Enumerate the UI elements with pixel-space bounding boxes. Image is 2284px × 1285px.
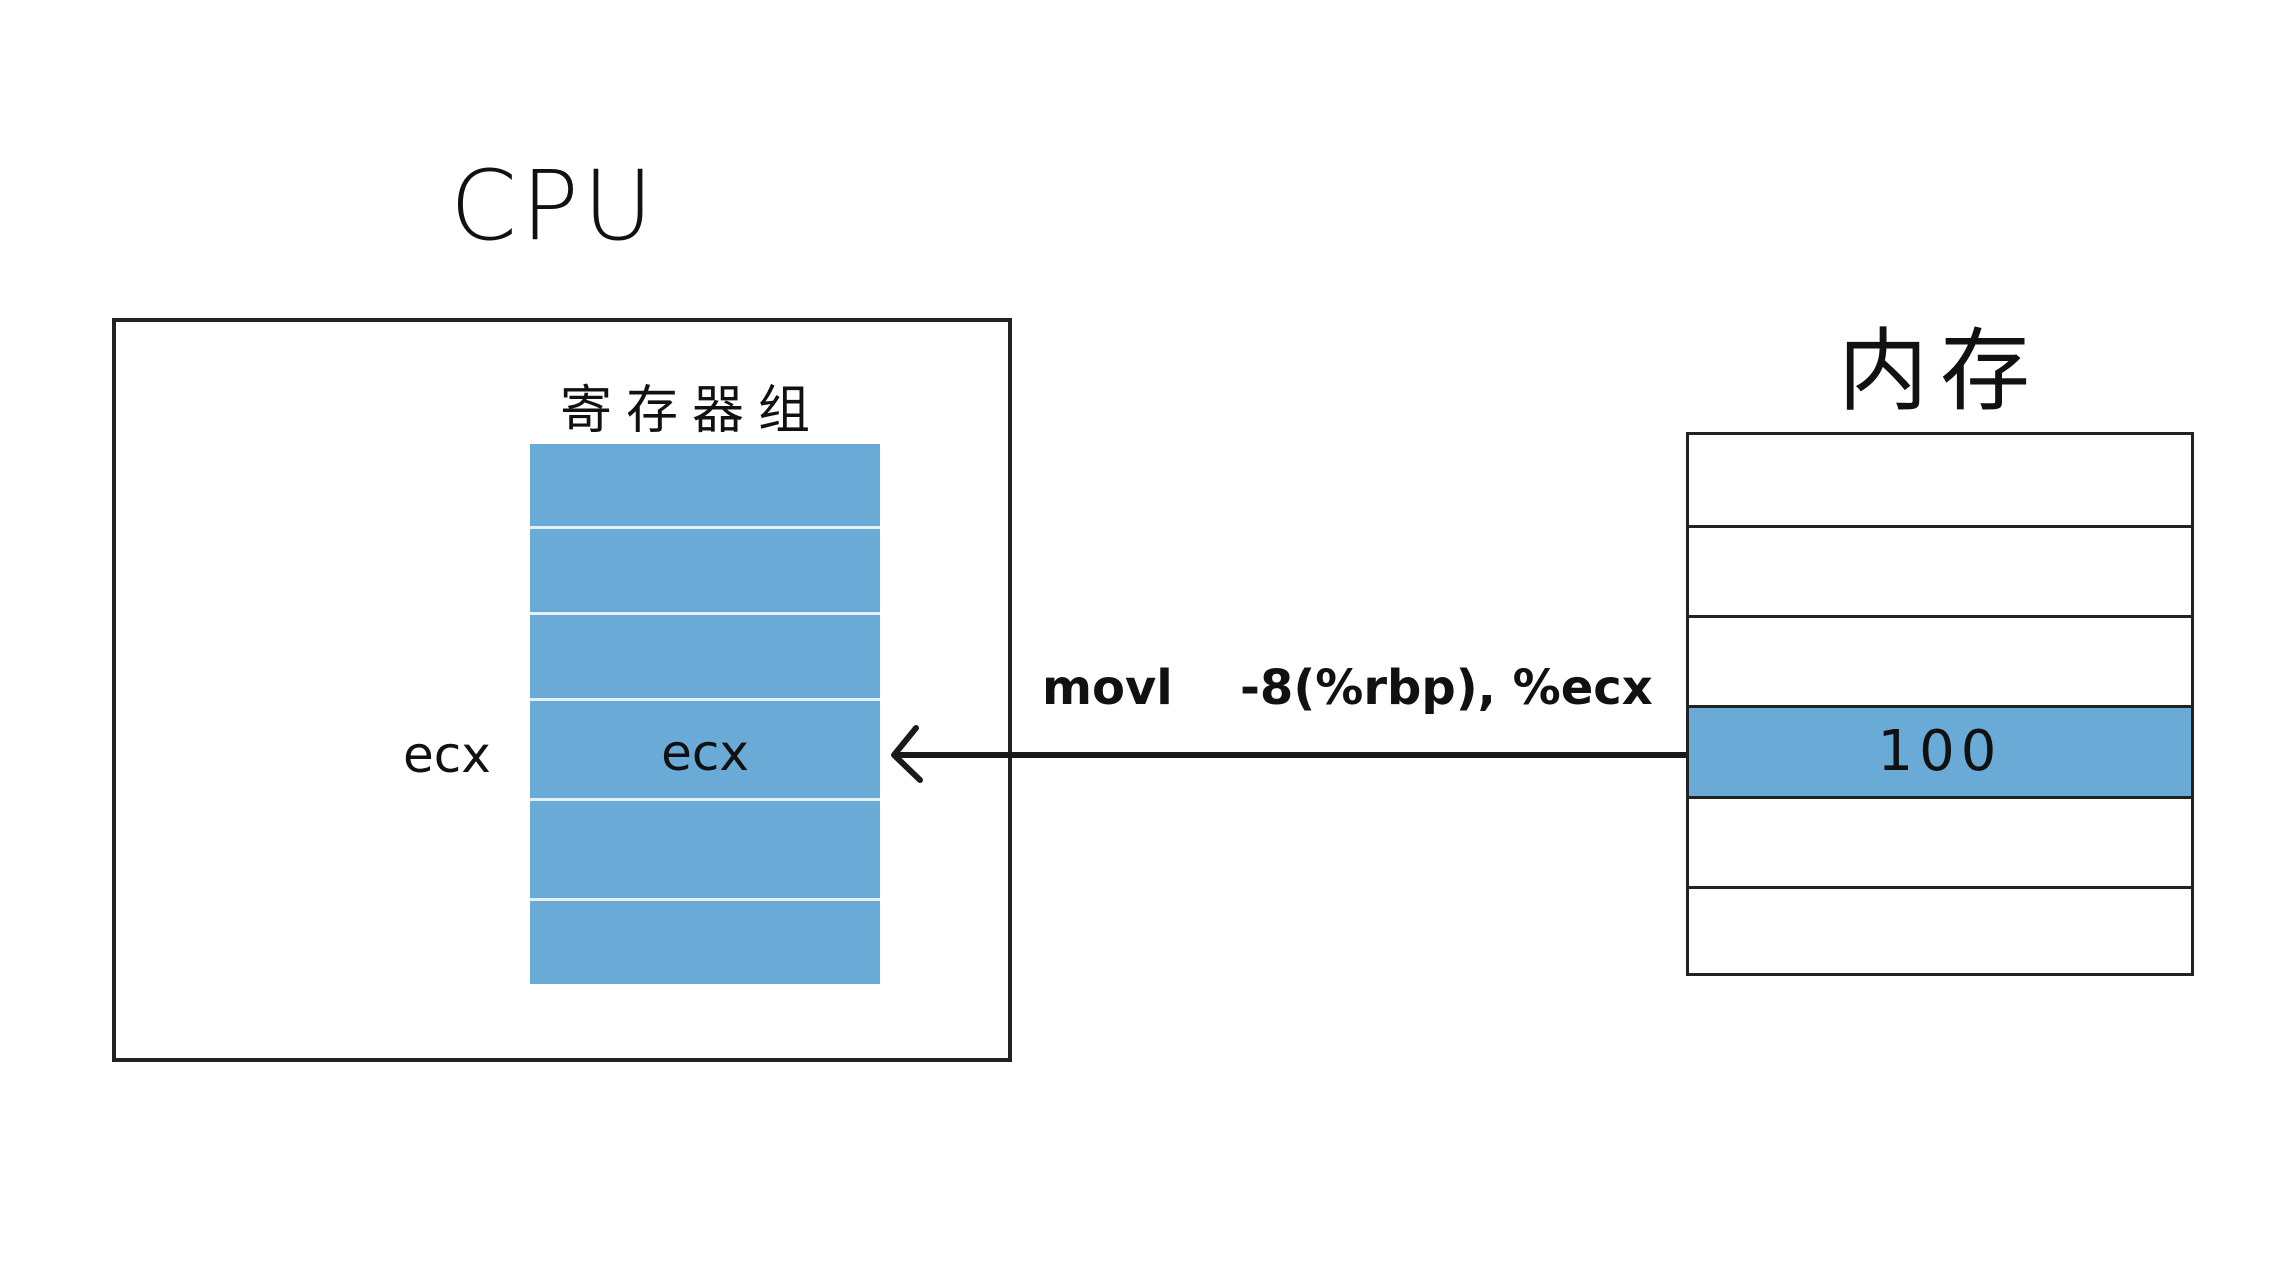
- register-divider: [530, 698, 880, 701]
- register-row: [530, 801, 880, 898]
- memory-cell-highlighted: 100: [1689, 705, 2191, 796]
- memory-cell: [1689, 615, 2191, 705]
- register-row: [530, 901, 880, 984]
- register-divider: [530, 898, 880, 901]
- memory-title: 内存: [1838, 319, 2042, 424]
- memory-cell: [1689, 435, 2191, 525]
- arrow-head: [891, 725, 923, 783]
- register-row: [530, 615, 880, 698]
- register-group: ecx: [530, 444, 880, 984]
- cpu-box: [112, 318, 1012, 1062]
- instruction-opcode: movl: [1042, 660, 1173, 716]
- cpu-title: CPU: [450, 150, 658, 262]
- data-flow-arrow: [891, 725, 1700, 783]
- register-row: [530, 444, 880, 526]
- ecx-label: ecx: [403, 726, 491, 784]
- memory-cell: [1689, 796, 2191, 886]
- register-group-title: 寄存器组: [560, 381, 825, 441]
- memory-table: 100: [1686, 432, 2194, 976]
- memory-cell: [1689, 886, 2191, 973]
- instruction-operands: -8(%rbp), %ecx: [1240, 660, 1653, 716]
- register-divider: [530, 526, 880, 529]
- register-row-ecx: ecx: [661, 724, 749, 782]
- memory-cell: [1689, 525, 2191, 615]
- register-divider: [530, 798, 880, 801]
- register-divider: [530, 612, 880, 615]
- register-row: [530, 529, 880, 612]
